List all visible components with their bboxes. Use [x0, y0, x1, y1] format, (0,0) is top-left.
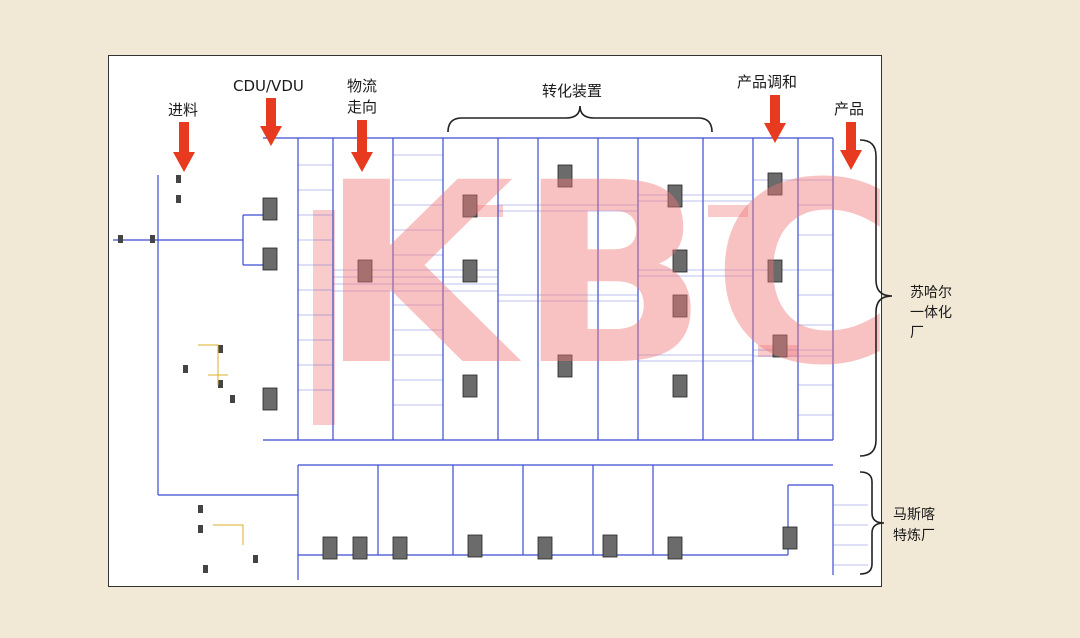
highlight-bands — [313, 205, 798, 425]
muscat-refinery-label-line2: 特炼厂 — [893, 528, 935, 544]
down-arrow-icon — [840, 122, 862, 170]
conversion-units-label: 转化装置 — [542, 82, 603, 100]
cdu-vdu-label: CDU/VDU — [233, 77, 304, 95]
right-brace-icon — [859, 471, 885, 575]
down-arrow-icon — [260, 98, 282, 146]
down-arrow-icon — [173, 122, 195, 172]
products-label: 产品 — [834, 100, 865, 118]
feed-label: 进料 — [168, 101, 199, 119]
stream-lines — [298, 154, 868, 566]
kbc-watermark: KBC — [320, 129, 900, 420]
sohar-integrated-label-line3: 厂 — [910, 325, 924, 341]
right-brace-icon — [859, 139, 893, 457]
top-brace-icon — [447, 105, 713, 133]
down-arrow-icon — [351, 120, 373, 172]
small-units — [118, 175, 258, 573]
down-arrow-icon — [764, 95, 786, 143]
yellow-lines — [198, 344, 244, 545]
flow-direction-label-line1: 物流 — [347, 77, 378, 95]
sohar-integrated-label-line2: 一体化 — [910, 305, 952, 321]
product-blending-label: 产品调和 — [737, 73, 798, 91]
muscat-refinery-label-line1: 马斯喀 — [893, 507, 935, 523]
unit-blocks — [262, 164, 798, 560]
flow-direction-label-line2: 走向 — [347, 98, 378, 116]
sohar-integrated-label-line1: 苏哈尔 — [910, 285, 952, 301]
